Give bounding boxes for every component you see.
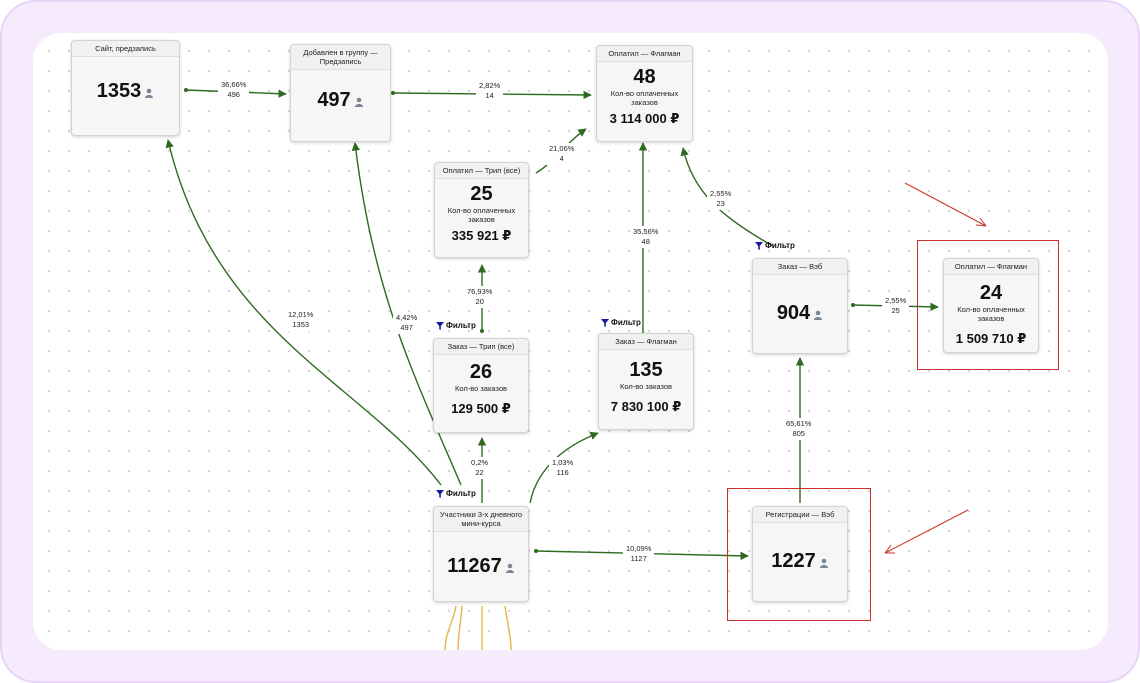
node-title: Оплатил — Флагман	[944, 259, 1038, 275]
filter-badge-order-trip[interactable]: Фильтр	[436, 321, 476, 330]
node-group-preregistration[interactable]: Добавлен в группу — Предзапись 497	[290, 44, 391, 142]
user-icon	[505, 563, 514, 573]
node-title: Заказ — Флагман	[599, 334, 693, 350]
node-order-flagship[interactable]: Заказ — Флагман 135 Кол-во заказов 7 830…	[598, 333, 694, 430]
user-icon	[354, 97, 363, 107]
edge-label-part-site: 12,01%1353	[285, 309, 317, 331]
node-title: Сайт, предзапись	[72, 41, 179, 57]
filter-icon	[436, 489, 444, 498]
node-title: Оплатил — Флагман	[597, 46, 692, 62]
filter-badge-order-flagship[interactable]: Фильтр	[601, 318, 641, 327]
node-title: Добавлен в группу — Предзапись	[291, 45, 390, 70]
edge-part-site	[165, 139, 442, 486]
node-money: 335 921 ₽	[451, 228, 512, 243]
edge-label-group-paid-flag: 2,82%14	[476, 80, 504, 102]
annotation-arrows	[884, 182, 987, 554]
node-metric: Кол-во заказов	[619, 382, 673, 391]
node-money: 3 114 000 ₽	[609, 111, 680, 126]
edge-label-flag-order-paid: 35,56%48	[630, 226, 662, 248]
node-count: 11267	[447, 555, 502, 577]
node-count: 48	[633, 66, 656, 88]
edge-label-site-group: 36,66%496	[218, 79, 250, 101]
node-metric: Кол-во оплаченных заказов	[447, 206, 516, 224]
node-money: 7 830 100 ₽	[610, 399, 682, 414]
edge-label-web-paid-flag2: 2,55%25	[882, 295, 910, 317]
node-count: 1227	[771, 550, 816, 572]
filter-icon	[436, 321, 444, 330]
user-icon	[145, 88, 154, 98]
node-paid-trip[interactable]: Оплатил — Трип (все) 25 Кол-во оплаченны…	[434, 162, 529, 258]
filter-badge-participants[interactable]: Фильтр	[436, 489, 476, 498]
node-title: Заказ — Трип (все)	[434, 339, 528, 355]
node-money: 129 500 ₽	[451, 401, 511, 416]
filter-label: Фильтр	[446, 321, 476, 330]
highlight-box-paid-flag	[917, 240, 1059, 370]
node-title: Регистрации — Вэб	[753, 507, 847, 523]
node-participants[interactable]: Участники 3-х дневного мини-курса 11267	[433, 506, 529, 602]
edge-label-web-paid-flag: 2,55%23	[707, 188, 735, 210]
filter-label: Фильтр	[611, 318, 641, 327]
node-paid-flagship[interactable]: Оплатил — Флагман 48 Кол-во оплаченных з…	[596, 45, 693, 142]
node-count: 904	[776, 302, 811, 324]
node-site-preregistration[interactable]: Сайт, предзапись 1353	[71, 40, 180, 136]
funnel-canvas[interactable]: Сайт, предзапись 1353 Добавлен в группу …	[33, 33, 1108, 650]
node-order-web[interactable]: Заказ — Вэб 904	[752, 258, 848, 354]
node-title: Участники 3-х дневного мини-курса	[434, 507, 528, 532]
edge-label-part-flag: 1,03%116	[549, 457, 577, 479]
filter-label: Фильтр	[446, 489, 476, 498]
highlight-box-reg-web	[727, 488, 871, 621]
node-count: 497	[317, 89, 351, 111]
node-count: 24	[979, 282, 1003, 304]
node-count: 1353	[96, 80, 142, 102]
filter-icon	[755, 241, 763, 250]
edge-label-trip-paid-flag: 21,06%4	[546, 143, 578, 165]
node-metric: Кол-во заказов	[454, 384, 508, 393]
node-title: Оплатил — Трип (все)	[435, 163, 528, 179]
node-metric: Кол-во оплаченных заказов	[957, 305, 1025, 323]
edge-label-part-trip: 0,2%22	[468, 457, 492, 479]
node-registrations-web[interactable]: Регистрации — Вэб 1227	[752, 506, 848, 602]
node-paid-flagship-web[interactable]: Оплатил — Флагман 24 Кол-во оплаченных з…	[943, 258, 1039, 353]
node-title: Заказ — Вэб	[753, 259, 847, 275]
node-order-trip[interactable]: Заказ — Трип (все) 26 Кол-во заказов 129…	[433, 338, 529, 433]
node-count: 26	[469, 361, 493, 383]
edge-label-trip-order-paid: 76,93%20	[464, 286, 496, 308]
filter-badge-order-web[interactable]: Фильтр	[755, 241, 795, 250]
node-count: 25	[470, 183, 493, 205]
incoming-edges	[444, 605, 512, 650]
filter-icon	[601, 318, 609, 327]
edge-part-flag	[529, 431, 599, 504]
node-count: 135	[629, 359, 663, 381]
edge-label-part-reg: 10,09%1127	[623, 543, 655, 565]
node-money: 1 509 710 ₽	[955, 331, 1027, 346]
filter-label: Фильтр	[765, 241, 795, 250]
user-icon	[814, 310, 823, 320]
user-icon	[819, 558, 828, 568]
edge-label-part-group: 4,42%497	[393, 312, 421, 334]
node-metric: Кол-во оплаченных заказов	[610, 89, 679, 107]
edge-label-reg-web: 65,61%805	[783, 418, 815, 440]
